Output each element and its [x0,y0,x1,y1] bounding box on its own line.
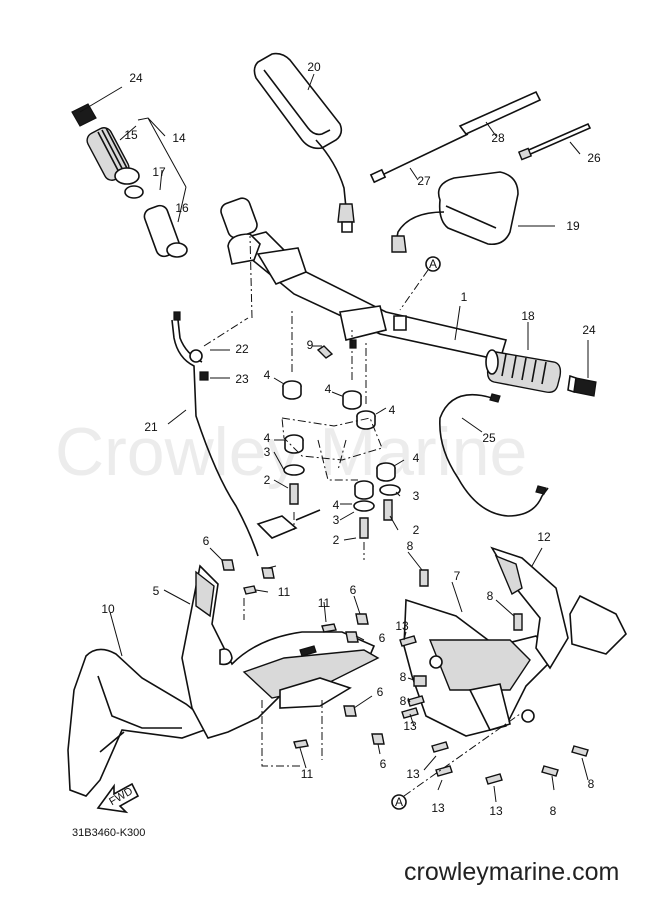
throttle-cable-group [171,311,321,557]
callout-8: 8 [400,694,407,708]
callout-26: 26 [587,151,601,165]
callout-6: 6 [379,631,386,645]
site-url: crowleymarine.com [404,858,619,886]
callout-16: 16 [175,201,189,215]
callout-1: 1 [461,290,468,304]
callout-24: 24 [582,323,596,337]
callout-19: 19 [566,219,580,233]
upper-cowl-group [181,564,380,739]
callout-13: 13 [431,801,445,815]
callout-11: 11 [318,596,331,610]
callout-25: 25 [482,431,496,445]
callout-2: 2 [413,523,420,537]
side-panel-group [490,546,627,670]
left-mirror-group [253,52,355,233]
callout-9: 9 [307,338,314,352]
callout-13: 13 [403,719,417,733]
callout-8: 8 [400,670,407,684]
clips-group [221,559,385,749]
callout-6: 6 [380,757,387,771]
callout-4: 4 [413,451,420,465]
left-grip-group [71,103,188,258]
callout-28: 28 [491,131,505,145]
front-cowl-group [67,648,212,797]
callout-15: 15 [124,128,138,142]
callout-2: 2 [264,473,271,487]
mount-stack-right [342,390,401,539]
callout-12: 12 [537,530,551,544]
callout-20: 20 [307,60,321,74]
ref-marker-top: A [399,256,441,311]
callout-3: 3 [413,489,420,503]
callout-6: 6 [350,583,357,597]
callout-6: 6 [203,534,210,548]
svg-text:A: A [429,257,437,271]
callout-3: 3 [333,513,340,527]
right-mirror-group [391,171,519,253]
fwd-arrow: FWD [96,782,140,814]
drawing-code: 31B3460-K300 [72,827,145,839]
callout-11: 11 [301,767,314,781]
callout-22: 22 [235,342,249,356]
callout-13: 13 [406,767,420,781]
inner-panel-group [403,598,558,737]
callout-4: 4 [333,498,340,512]
callout-2: 2 [333,533,340,547]
callout-4: 4 [325,382,332,396]
callout-17: 17 [152,165,166,179]
callout-18: 18 [521,309,535,323]
right-grip-group [485,349,597,397]
ref-marker-bottom: A [391,713,521,810]
clutch-cable-group [439,393,549,517]
callout-4: 4 [389,403,396,417]
callout-3: 3 [264,445,271,459]
callout-5: 5 [153,584,160,598]
callout-8: 8 [588,777,595,791]
callout-21: 21 [144,420,158,434]
callout-8: 8 [550,804,557,818]
callout-6: 6 [377,685,384,699]
handlebar-group [220,197,508,361]
callout-23: 23 [235,372,249,386]
callout-13: 13 [489,804,503,818]
callout-11: 11 [278,585,291,599]
callout-8: 8 [487,589,494,603]
callout-13: 13 [395,619,409,633]
callout-4: 4 [264,368,271,382]
callout-14: 14 [172,131,186,145]
callout-7: 7 [454,569,461,583]
callout-24: 24 [129,71,143,85]
callout-4: 4 [264,431,271,445]
callout-27: 27 [417,174,431,188]
cable-ties-group [369,90,592,184]
callout-10: 10 [101,602,115,616]
svg-text:A: A [395,795,403,809]
callout-8: 8 [407,539,414,553]
mount-stack-left [282,380,305,505]
